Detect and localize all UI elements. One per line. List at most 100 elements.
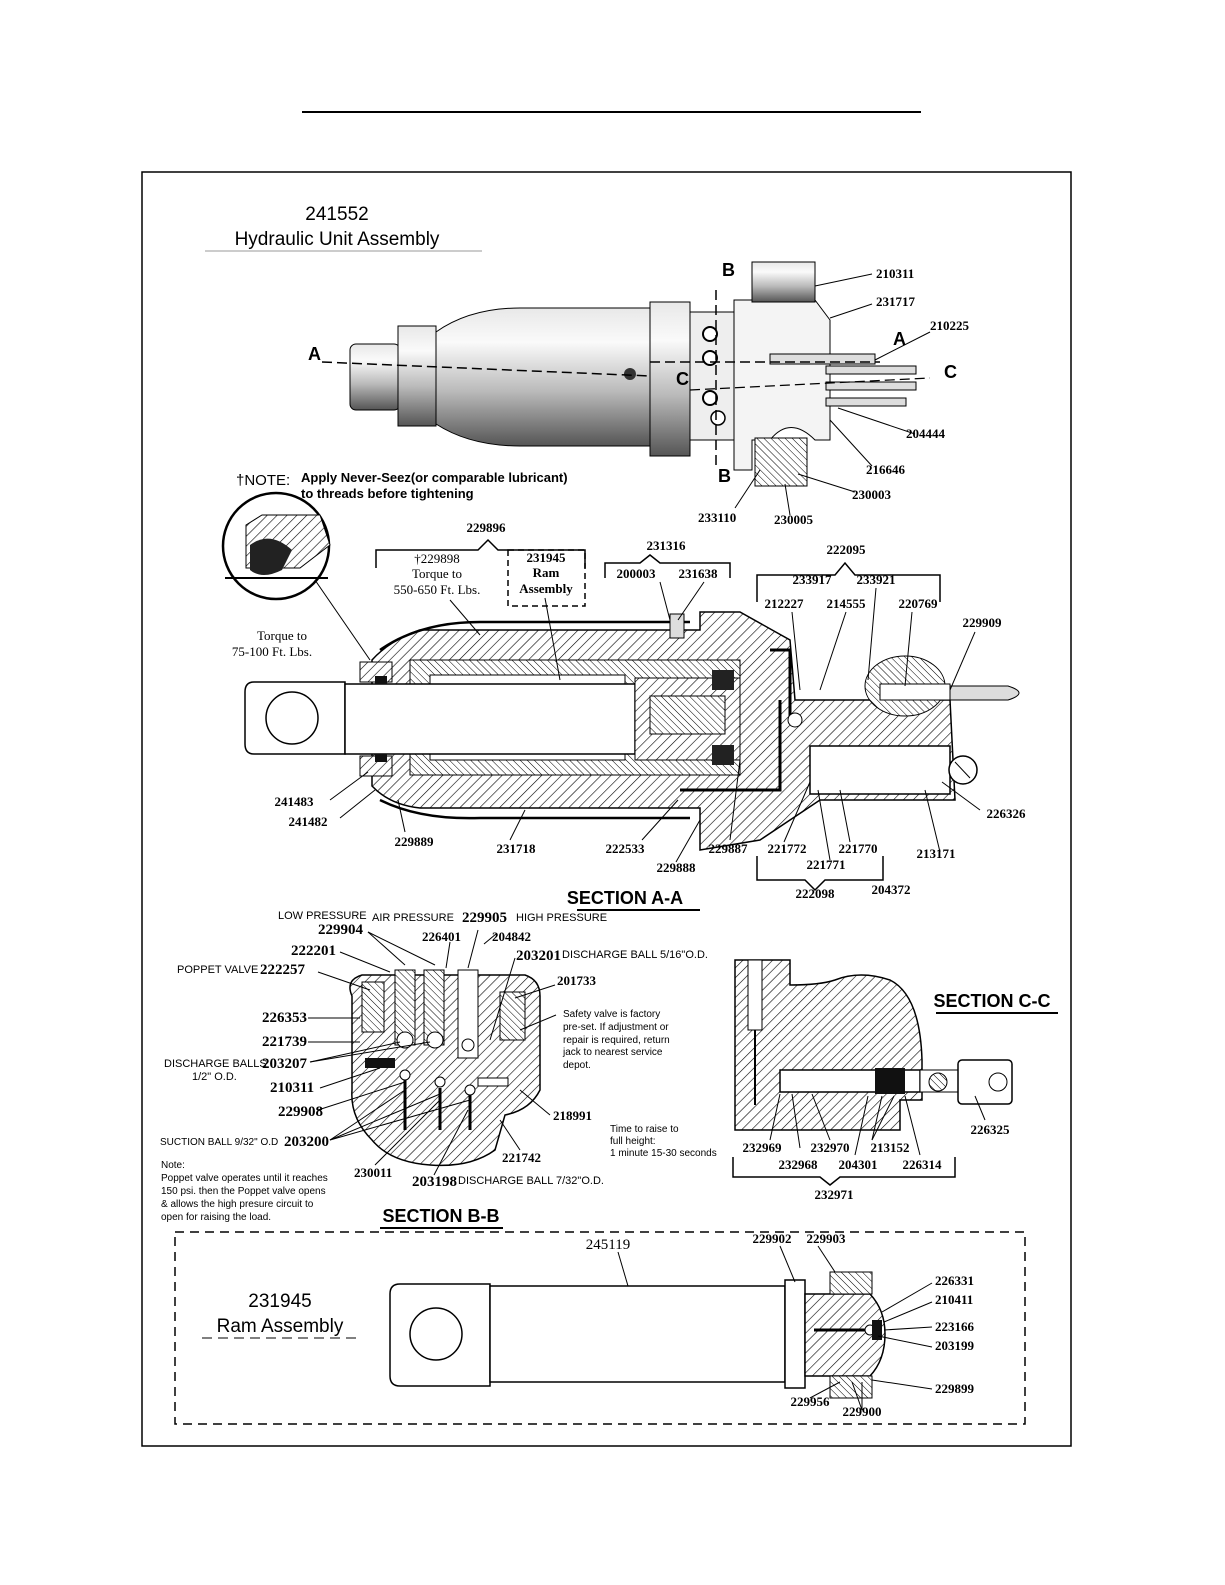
- label-229902: 229902: [753, 1231, 792, 1246]
- label-226314: 226314: [903, 1157, 943, 1172]
- label-221742: 221742: [502, 1150, 541, 1165]
- time-note-1: Time to raise to: [610, 1124, 679, 1135]
- label-229900: 229900: [843, 1404, 882, 1419]
- label-200003: 200003: [617, 566, 657, 581]
- label-230011: 230011: [354, 1165, 392, 1180]
- label-213152: 213152: [871, 1140, 910, 1155]
- time-note-2: full height:: [610, 1136, 656, 1147]
- section-marker-a-left: A: [308, 344, 321, 364]
- label-245119: 245119: [586, 1237, 630, 1253]
- label-203200: 203200: [284, 1134, 329, 1150]
- label-233921: 233921: [857, 572, 896, 587]
- label-torque-75: Torque to: [257, 628, 307, 643]
- label-226401: 226401: [422, 929, 461, 944]
- section-marker-b-bottom: B: [718, 466, 731, 486]
- label-204842: 204842: [492, 929, 531, 944]
- label-220769: 220769: [899, 596, 939, 611]
- label-222095: 222095: [827, 542, 867, 557]
- section-aa-drawing: [221, 491, 1020, 851]
- label-229956: 229956: [791, 1394, 831, 1409]
- time-note-3: 1 minute 15-30 seconds: [610, 1148, 717, 1159]
- label-torque-550-value: 550-650 Ft. Lbs.: [394, 582, 481, 597]
- callout-230005: 230005: [774, 512, 814, 527]
- label-air-pressure: AIR PRESSURE: [372, 912, 454, 924]
- label-high-pressure: HIGH PRESSURE: [516, 912, 607, 924]
- section-aa-title: SECTION A-A: [567, 888, 683, 908]
- label-232971: 232971: [815, 1187, 854, 1202]
- label-ram: Ram: [533, 565, 560, 580]
- top-view-callouts: [734, 273, 931, 516]
- poppet-note-2: Poppet valve operates until it reaches: [161, 1173, 328, 1184]
- callout-231717: 231717: [876, 294, 916, 309]
- section-marker-c-right: C: [944, 362, 957, 382]
- label-poppet-valve: POPPET VALVE: [177, 964, 258, 976]
- safety-note-3: repair is required, return: [563, 1035, 670, 1046]
- top-view-exterior: A A B B C C: [308, 260, 957, 487]
- label-222098: 222098: [796, 886, 836, 901]
- label-221772: 221772: [768, 841, 807, 856]
- callout-233110: 233110: [698, 510, 736, 525]
- ram-assembly-leaders: [617, 1245, 933, 1411]
- label-226325: 226325: [971, 1122, 1011, 1137]
- note-marker: †NOTE:: [236, 472, 290, 489]
- assembly-number: 241552: [305, 204, 368, 225]
- label-231718: 231718: [497, 841, 537, 856]
- label-232969: 232969: [743, 1140, 783, 1155]
- label-221771: 221771: [807, 857, 846, 872]
- label-discharge-ball-516: DISCHARGE BALL 5/16"O.D.: [562, 949, 708, 961]
- callout-230003: 230003: [852, 487, 892, 502]
- label-226353: 226353: [262, 1010, 307, 1026]
- label-204301: 204301: [839, 1157, 878, 1172]
- label-210311-bb: 210311: [270, 1080, 314, 1096]
- safety-note-4: jack to nearest service: [562, 1047, 663, 1058]
- section-cc-title: SECTION C-C: [934, 991, 1051, 1011]
- label-222257: 222257: [260, 962, 306, 978]
- section-marker-a-right: A: [893, 329, 906, 349]
- label-229903: 229903: [807, 1231, 847, 1246]
- label-ram-assembly: Assembly: [519, 581, 573, 596]
- label-229905: 229905: [462, 910, 507, 926]
- label-201733: 201733: [557, 973, 597, 988]
- label-229888: 229888: [657, 860, 697, 875]
- label-218991: 218991: [553, 1108, 592, 1123]
- label-229904: 229904: [318, 922, 364, 938]
- section-marker-c-left: C: [676, 369, 689, 389]
- label-229889: 229889: [395, 834, 435, 849]
- note-line-1: Apply Never-Seez(or comparable lubricant…: [301, 470, 568, 485]
- label-212227: 212227: [765, 596, 805, 611]
- label-210411: 210411: [935, 1292, 973, 1307]
- label-torque-550: Torque to: [412, 566, 462, 581]
- poppet-note-4: & allows the high presure circuit to: [161, 1199, 314, 1210]
- label-226331: 226331: [935, 1273, 974, 1288]
- label-241483: 241483: [275, 794, 315, 809]
- label-discharge-balls: DISCHARGE BALLS: [164, 1058, 267, 1070]
- label-ram-part: 231945: [527, 550, 567, 565]
- label-229887: 229887: [709, 841, 749, 856]
- label-229896: 229896: [467, 520, 507, 535]
- label-232970: 232970: [811, 1140, 850, 1155]
- poppet-note-5: open for raising the load.: [161, 1212, 271, 1223]
- ram-assembly-name: Ram Assembly: [217, 1316, 344, 1337]
- label-229898: †229898: [414, 551, 460, 566]
- label-204372: 204372: [872, 882, 911, 897]
- label-241482: 241482: [289, 814, 328, 829]
- callout-210225: 210225: [930, 318, 970, 333]
- label-231638: 231638: [679, 566, 719, 581]
- label-221770: 221770: [839, 841, 878, 856]
- section-aa-leaders: [329, 581, 981, 863]
- label-203207: 203207: [262, 1056, 308, 1072]
- diagram-frame: [141, 171, 1072, 1447]
- label-discharge-ball-732: DISCHARGE BALL 7/32"O.D.: [458, 1175, 604, 1187]
- label-torque-75-value: 75-100 Ft. Lbs.: [232, 644, 312, 659]
- label-221739: 221739: [262, 1034, 307, 1050]
- label-214555: 214555: [827, 596, 867, 611]
- safety-note-2: pre-set. If adjustment or: [563, 1022, 669, 1033]
- label-203201: 203201: [516, 948, 561, 964]
- assembly-name: Hydraulic Unit Assembly: [235, 229, 440, 250]
- safety-note-1: Safety valve is factory: [563, 1009, 660, 1020]
- ram-assembly-number: 231945: [248, 1291, 311, 1312]
- label-222201: 222201: [291, 943, 336, 959]
- label-203199: 203199: [935, 1338, 975, 1353]
- label-231316: 231316: [647, 538, 687, 553]
